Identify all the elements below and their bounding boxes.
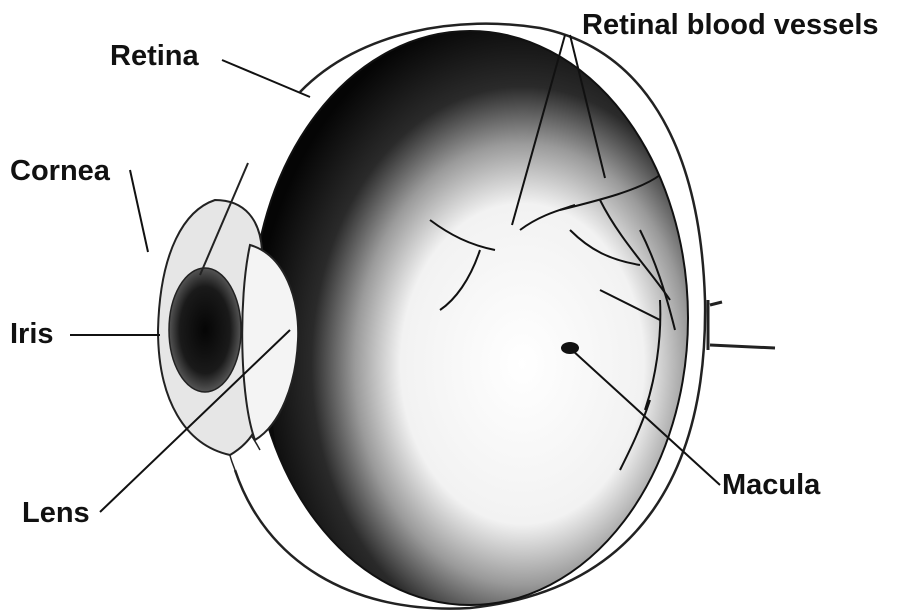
label-iris: Iris	[10, 318, 54, 350]
label-retina: Retina	[110, 40, 200, 72]
label-macula: Macula	[722, 469, 821, 501]
eyeball	[240, 31, 688, 605]
leader-retina	[222, 60, 310, 97]
leader-cornea	[130, 170, 148, 252]
label-cornea: Cornea	[10, 155, 111, 187]
macula-spot	[561, 342, 579, 354]
label-lens: Lens	[22, 497, 90, 529]
label-retinal-blood-vessels: Retinal blood vessels	[582, 9, 879, 41]
optic-nerve	[708, 300, 775, 350]
iris-shape	[169, 268, 241, 392]
